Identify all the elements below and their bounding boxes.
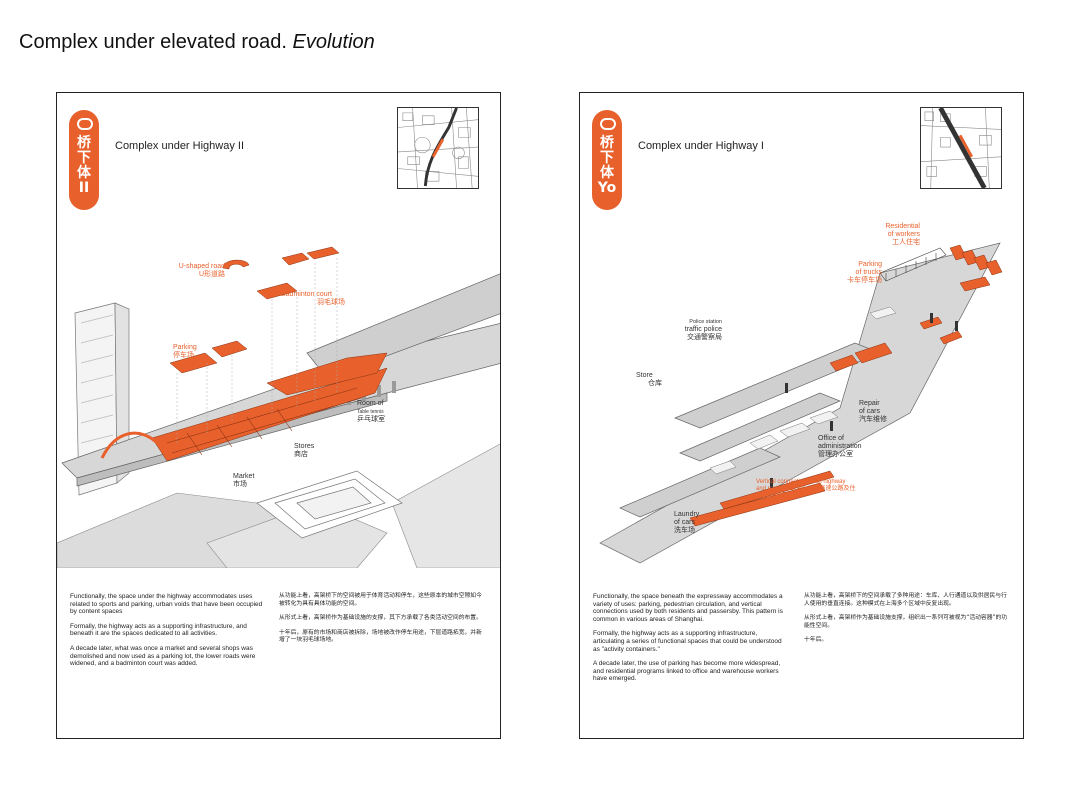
description-cn: 从功能上看，高架桥下的空间被用于体育活动和停车，这些原本的城市空隙如今被转化为具…	[279, 593, 482, 644]
badge-char: II	[78, 180, 90, 196]
badge: 桥 下 体 Yo	[592, 110, 622, 210]
parking-grid	[166, 387, 363, 456]
badge-char: 体	[77, 165, 91, 181]
exploded-pieces	[169, 246, 340, 374]
bridge-icon	[77, 118, 93, 130]
badge-char: Yo	[597, 180, 617, 196]
site-minimap	[397, 107, 479, 189]
badge-char: 下	[600, 150, 614, 166]
panel-heading: Complex under Highway II	[115, 140, 245, 152]
stadium	[256, 470, 403, 539]
tower-building	[74, 302, 130, 496]
elevated-highway	[599, 242, 1001, 564]
site-minimap	[920, 107, 1002, 189]
page-title: Complex under elevated road. Evolution	[19, 31, 375, 53]
description-cn: 从功能上看，高架桥下的空间承载了多种用途：车库、人行通道以及供居民与行人使用的垂…	[804, 593, 1008, 644]
bridge-icon	[600, 118, 616, 130]
badge: 桥 下 体 II	[69, 110, 99, 210]
axonometric-diagram	[57, 246, 500, 568]
orange-ramp	[100, 431, 159, 459]
panel-highway-ii: 桥 下 体 II Complex under Highway II	[56, 92, 501, 739]
fence	[879, 247, 947, 282]
axonometric-diagram	[599, 242, 1003, 564]
description-en: Functionally, the space beneath the expr…	[593, 593, 783, 683]
explode-guides	[176, 258, 338, 443]
badge-char: 体	[600, 165, 614, 181]
small-structures	[709, 306, 897, 475]
vertical-connectors	[770, 313, 958, 488]
truck-parking	[949, 244, 1003, 276]
badge-char: 桥	[77, 135, 91, 151]
description-en: Functionally, the space under the highwa…	[70, 593, 263, 668]
panel-heading: Complex under Highway I	[638, 140, 764, 152]
ground-roads	[57, 443, 500, 568]
panel-highway-i: 桥 下 体 Yo Complex under Highway I	[579, 92, 1024, 739]
orange-programs	[689, 276, 991, 527]
badge-char: 桥	[600, 135, 614, 151]
badge-char: 下	[77, 150, 91, 166]
